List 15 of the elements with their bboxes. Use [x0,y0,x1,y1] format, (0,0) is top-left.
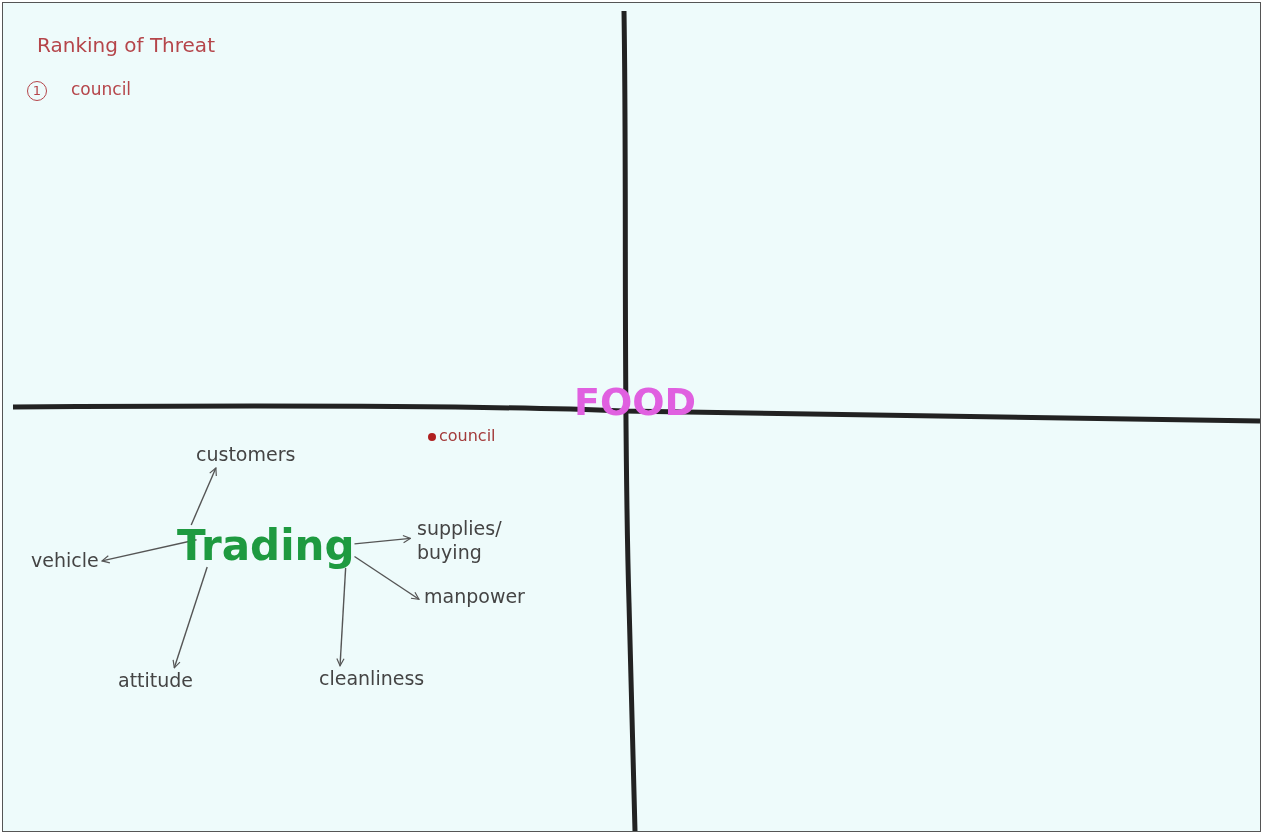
topic-text: customers [196,443,296,467]
arrow [172,566,208,669]
topic-text: cleanliness [319,667,425,691]
note-text: council [71,79,132,99]
arrow [190,467,217,526]
topic-text: supplies/ buying [417,517,549,565]
topic-text: vehicle [31,549,99,573]
arrow [353,534,412,545]
topic-text: manpower [424,585,525,609]
central-topic: Trading [177,525,355,567]
arrow [353,555,420,600]
arrow [336,567,347,667]
plotted-point-label: council [439,426,496,445]
note-title: Ranking of Threat [37,33,215,57]
topic-text: attitude [118,669,194,693]
